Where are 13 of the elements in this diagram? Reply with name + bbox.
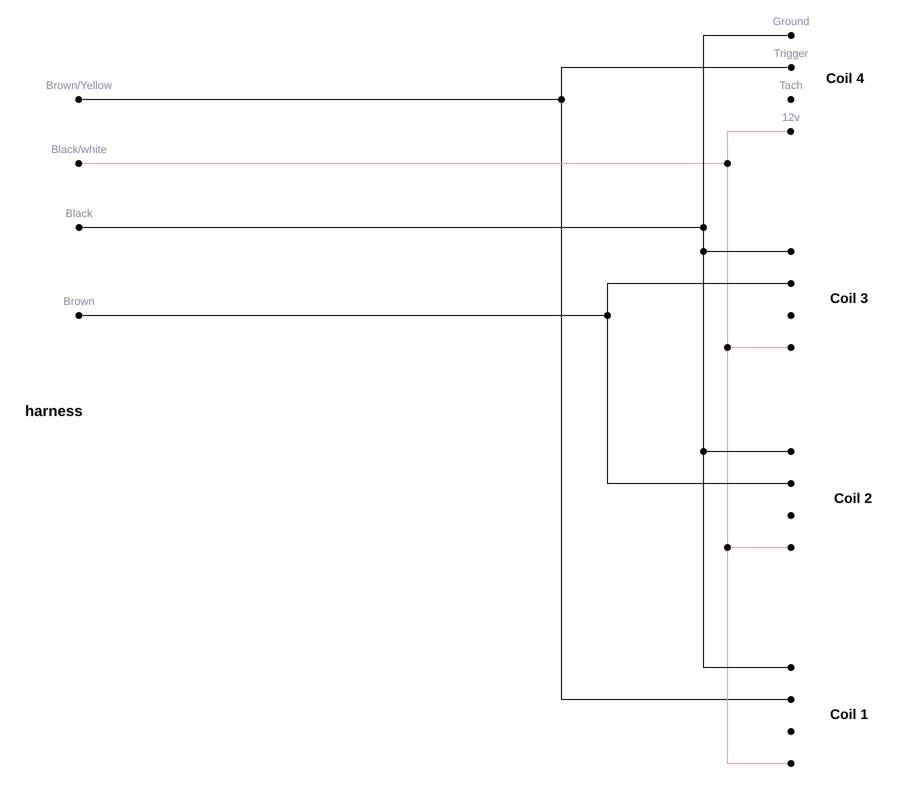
harness-label: harness <box>25 403 83 420</box>
coil-label: Coil 4 <box>826 70 864 86</box>
coil-label: Coil 1 <box>830 706 868 722</box>
wire-label: Trigger <box>774 48 808 60</box>
wire-label: Tach <box>779 80 803 92</box>
coil-label: Coil 3 <box>830 290 868 306</box>
wire-label: Brown/Yellow <box>46 80 112 92</box>
wire-label: Brown <box>63 296 95 308</box>
coil-label: Coil 2 <box>834 490 872 506</box>
wire-label: 12v <box>782 112 800 124</box>
wire-label: Black/white <box>51 144 107 156</box>
wire-label: Ground <box>772 16 810 28</box>
wire-label: Black <box>66 208 92 220</box>
